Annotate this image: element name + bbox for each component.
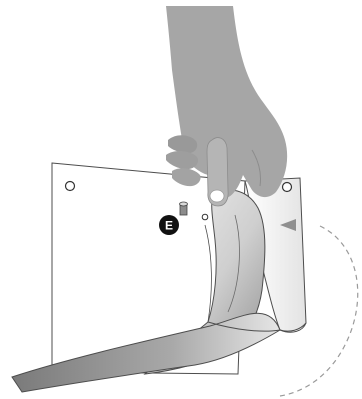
mounting-hole-left	[64, 180, 76, 192]
step-marker-label: E	[165, 219, 173, 233]
step-marker: E	[159, 215, 179, 235]
peeling-sheet-inner-edge	[227, 214, 240, 313]
peeling-sheet	[11, 189, 307, 393]
hand-thumbnail	[209, 189, 225, 203]
hand-finger-2	[166, 151, 199, 170]
hand-finger-1	[168, 135, 198, 154]
hand-palm	[166, 6, 288, 199]
hand-grip-icon	[166, 6, 288, 207]
arrow-left-icon	[280, 219, 296, 231]
step-marker-circle	[159, 215, 179, 235]
pin-hole	[201, 213, 209, 221]
peeling-sheet-fold-line	[204, 224, 212, 323]
peeling-sheet-lower-curl	[207, 321, 307, 333]
hand-finger-3	[172, 168, 201, 187]
hand-thumb	[206, 137, 229, 207]
peg-icon	[179, 201, 188, 216]
hand-shadow	[251, 149, 261, 187]
curved-dashed-path-icon	[279, 225, 359, 397]
mounting-hole-right	[281, 181, 293, 193]
